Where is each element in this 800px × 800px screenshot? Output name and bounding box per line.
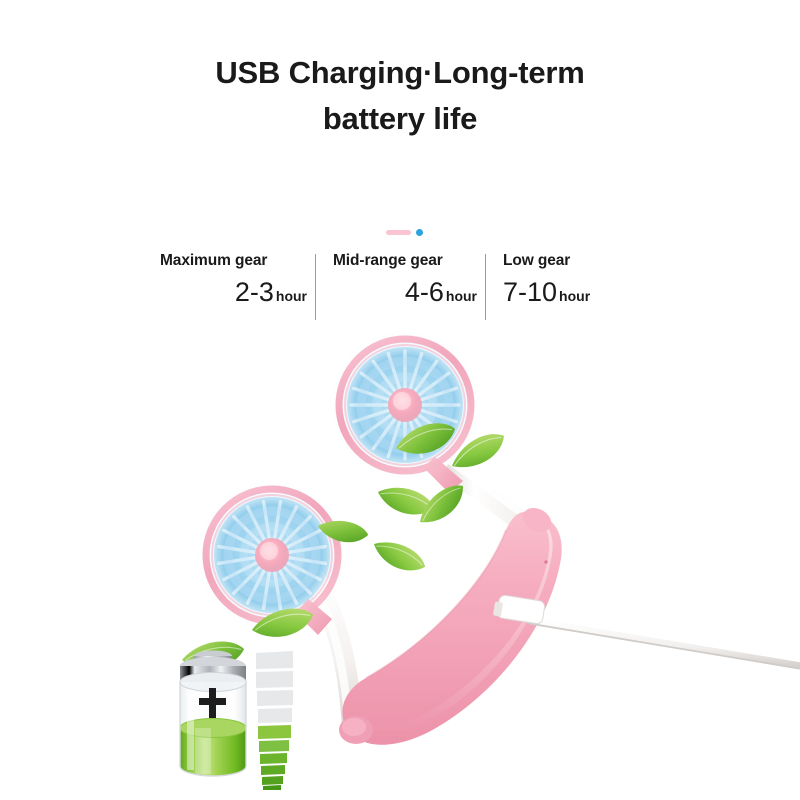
spec-label: Maximum gear	[160, 252, 268, 269]
leaf-icon	[420, 485, 463, 523]
leaf-icon	[396, 423, 455, 454]
level-bar	[259, 740, 289, 752]
spec-unit: hour	[275, 288, 307, 304]
page-title: USB Charging·Long-term battery life	[0, 50, 800, 142]
usb-cable	[493, 594, 800, 670]
decorative-dash-icon	[386, 230, 411, 235]
leaf-icon	[318, 520, 369, 543]
decorative-dot-icon	[416, 229, 423, 236]
spec-divider-1	[315, 254, 316, 320]
neckband-body	[339, 508, 562, 745]
product-illustration	[0, 330, 800, 800]
leaf-icon	[452, 434, 504, 468]
level-bar	[257, 690, 293, 706]
level-bar	[263, 785, 281, 793]
spec-duration: 4-6	[404, 277, 444, 307]
decorative-divider	[386, 229, 426, 237]
level-bar	[258, 708, 292, 723]
spec-duration: 7-10	[503, 277, 558, 307]
fan-head-lower	[202, 485, 342, 635]
usb-plug-icon	[493, 594, 546, 625]
spec-label: Low gear	[503, 252, 571, 269]
leaf-cluster	[182, 423, 504, 669]
battery-indicator	[165, 640, 315, 793]
level-bar	[262, 776, 283, 785]
spec-unit: hour	[445, 288, 477, 304]
level-bar	[256, 651, 293, 669]
page-title-line-1: USB Charging·Long-term	[215, 55, 585, 90]
level-bar	[260, 753, 287, 764]
spec-unit: hour	[559, 288, 591, 304]
level-bar	[258, 725, 291, 739]
spec-duration: 2-3	[234, 277, 274, 307]
spec-divider-2	[485, 254, 486, 320]
level-bar	[256, 671, 293, 688]
page-title-line-2: battery life	[322, 101, 478, 136]
leaf-icon	[252, 608, 314, 637]
battery-plus-icon	[199, 688, 226, 718]
spec-label: Mid-range gear	[333, 252, 443, 269]
level-bar	[261, 765, 285, 775]
battery-level-bars	[256, 651, 293, 793]
leaf-icon	[374, 542, 426, 571]
